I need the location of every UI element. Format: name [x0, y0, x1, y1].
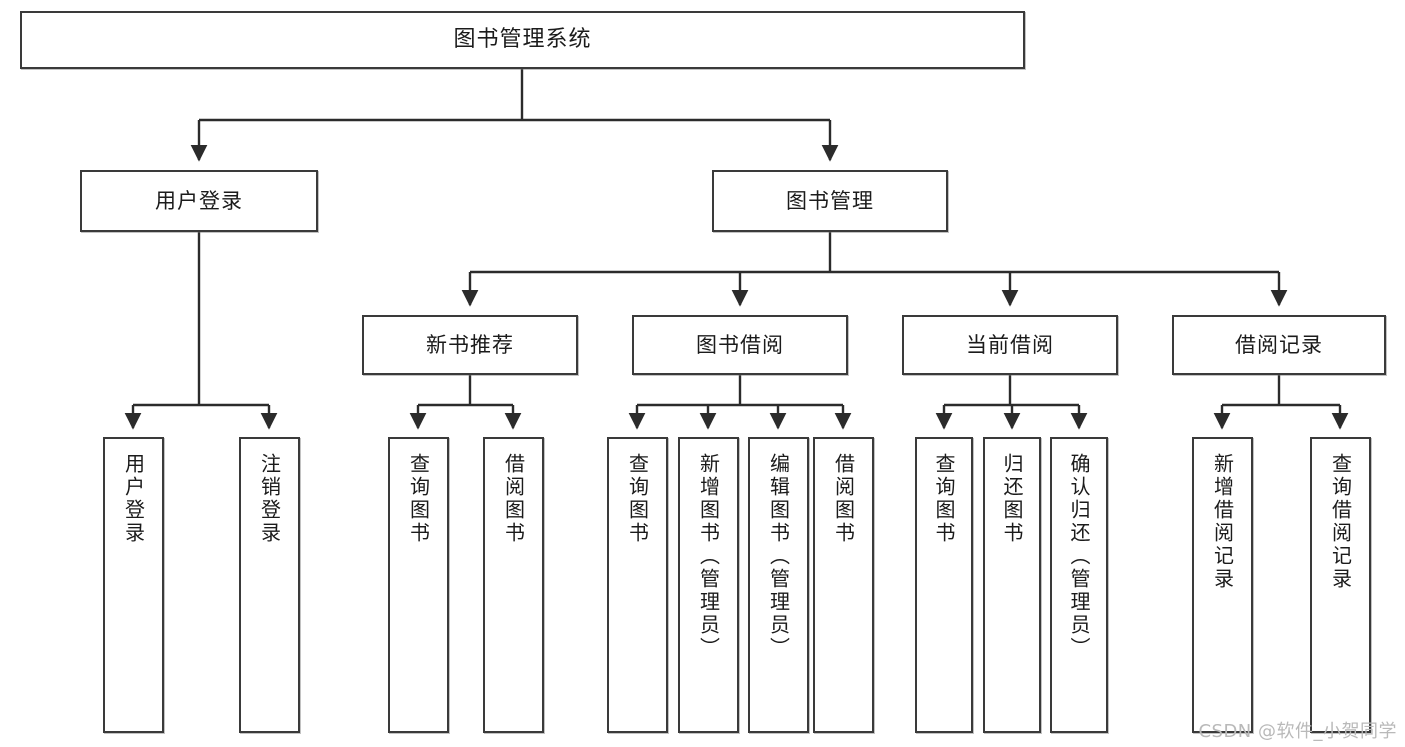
node-leaf-query-book-3[interactable]: 查询图书 — [915, 437, 973, 733]
node-leaf-query-book-2[interactable]: 查询图书 — [607, 437, 668, 733]
node-leaf-query-record[interactable]: 查询借阅记录 — [1310, 437, 1371, 733]
node-book-borrow-label: 图书借阅 — [696, 332, 784, 357]
node-root[interactable]: 图书管理系统 — [20, 11, 1025, 69]
node-new-book-rec-label: 新书推荐 — [426, 332, 514, 357]
node-leaf-borrow-book-1-label: 借阅图书 — [501, 453, 526, 545]
node-leaf-user-login-label: 用户登录 — [121, 453, 146, 545]
node-borrow-record-label: 借阅记录 — [1235, 332, 1323, 357]
node-leaf-borrow-book-2-label: 借阅图书 — [831, 453, 856, 545]
node-leaf-borrow-book-1[interactable]: 借阅图书 — [483, 437, 544, 733]
node-leaf-query-book-1[interactable]: 查询图书 — [388, 437, 449, 733]
node-leaf-query-book-3-label: 查询图书 — [932, 453, 956, 545]
node-user-login[interactable]: 用户登录 — [80, 170, 318, 232]
node-current-borrow-label: 当前借阅 — [966, 332, 1054, 357]
node-book-manage-label: 图书管理 — [786, 188, 874, 213]
node-leaf-add-record[interactable]: 新增借阅记录 — [1192, 437, 1253, 733]
node-leaf-user-login[interactable]: 用户登录 — [103, 437, 164, 733]
node-leaf-query-book-1-label: 查询图书 — [406, 453, 431, 545]
node-borrow-record[interactable]: 借阅记录 — [1172, 315, 1386, 375]
node-leaf-add-book-label: 新增图书（管理员） — [696, 453, 721, 660]
node-leaf-edit-book[interactable]: 编辑图书（管理员） — [748, 437, 809, 733]
node-leaf-confirm-return[interactable]: 确认归还（管理员） — [1050, 437, 1108, 733]
node-current-borrow[interactable]: 当前借阅 — [902, 315, 1118, 375]
node-leaf-return-book-label: 归还图书 — [1000, 453, 1024, 545]
csdn-watermark: CSDN @软件_小贺同学 — [1198, 721, 1397, 742]
node-leaf-confirm-return-label: 确认归还（管理员） — [1067, 453, 1091, 660]
node-leaf-return-book[interactable]: 归还图书 — [983, 437, 1041, 733]
node-new-book-rec[interactable]: 新书推荐 — [362, 315, 578, 375]
node-leaf-add-record-label: 新增借阅记录 — [1210, 453, 1235, 591]
node-leaf-borrow-book-2[interactable]: 借阅图书 — [813, 437, 874, 733]
node-leaf-logout-label: 注销登录 — [257, 453, 282, 545]
node-leaf-edit-book-label: 编辑图书（管理员） — [766, 453, 791, 660]
node-user-login-label: 用户登录 — [155, 188, 243, 213]
node-leaf-query-record-label: 查询借阅记录 — [1328, 453, 1353, 591]
node-leaf-query-book-2-label: 查询图书 — [625, 453, 650, 545]
node-leaf-add-book[interactable]: 新增图书（管理员） — [678, 437, 739, 733]
node-root-label: 图书管理系统 — [453, 27, 592, 53]
node-book-borrow[interactable]: 图书借阅 — [632, 315, 848, 375]
node-book-manage[interactable]: 图书管理 — [712, 170, 948, 232]
node-leaf-logout[interactable]: 注销登录 — [239, 437, 300, 733]
